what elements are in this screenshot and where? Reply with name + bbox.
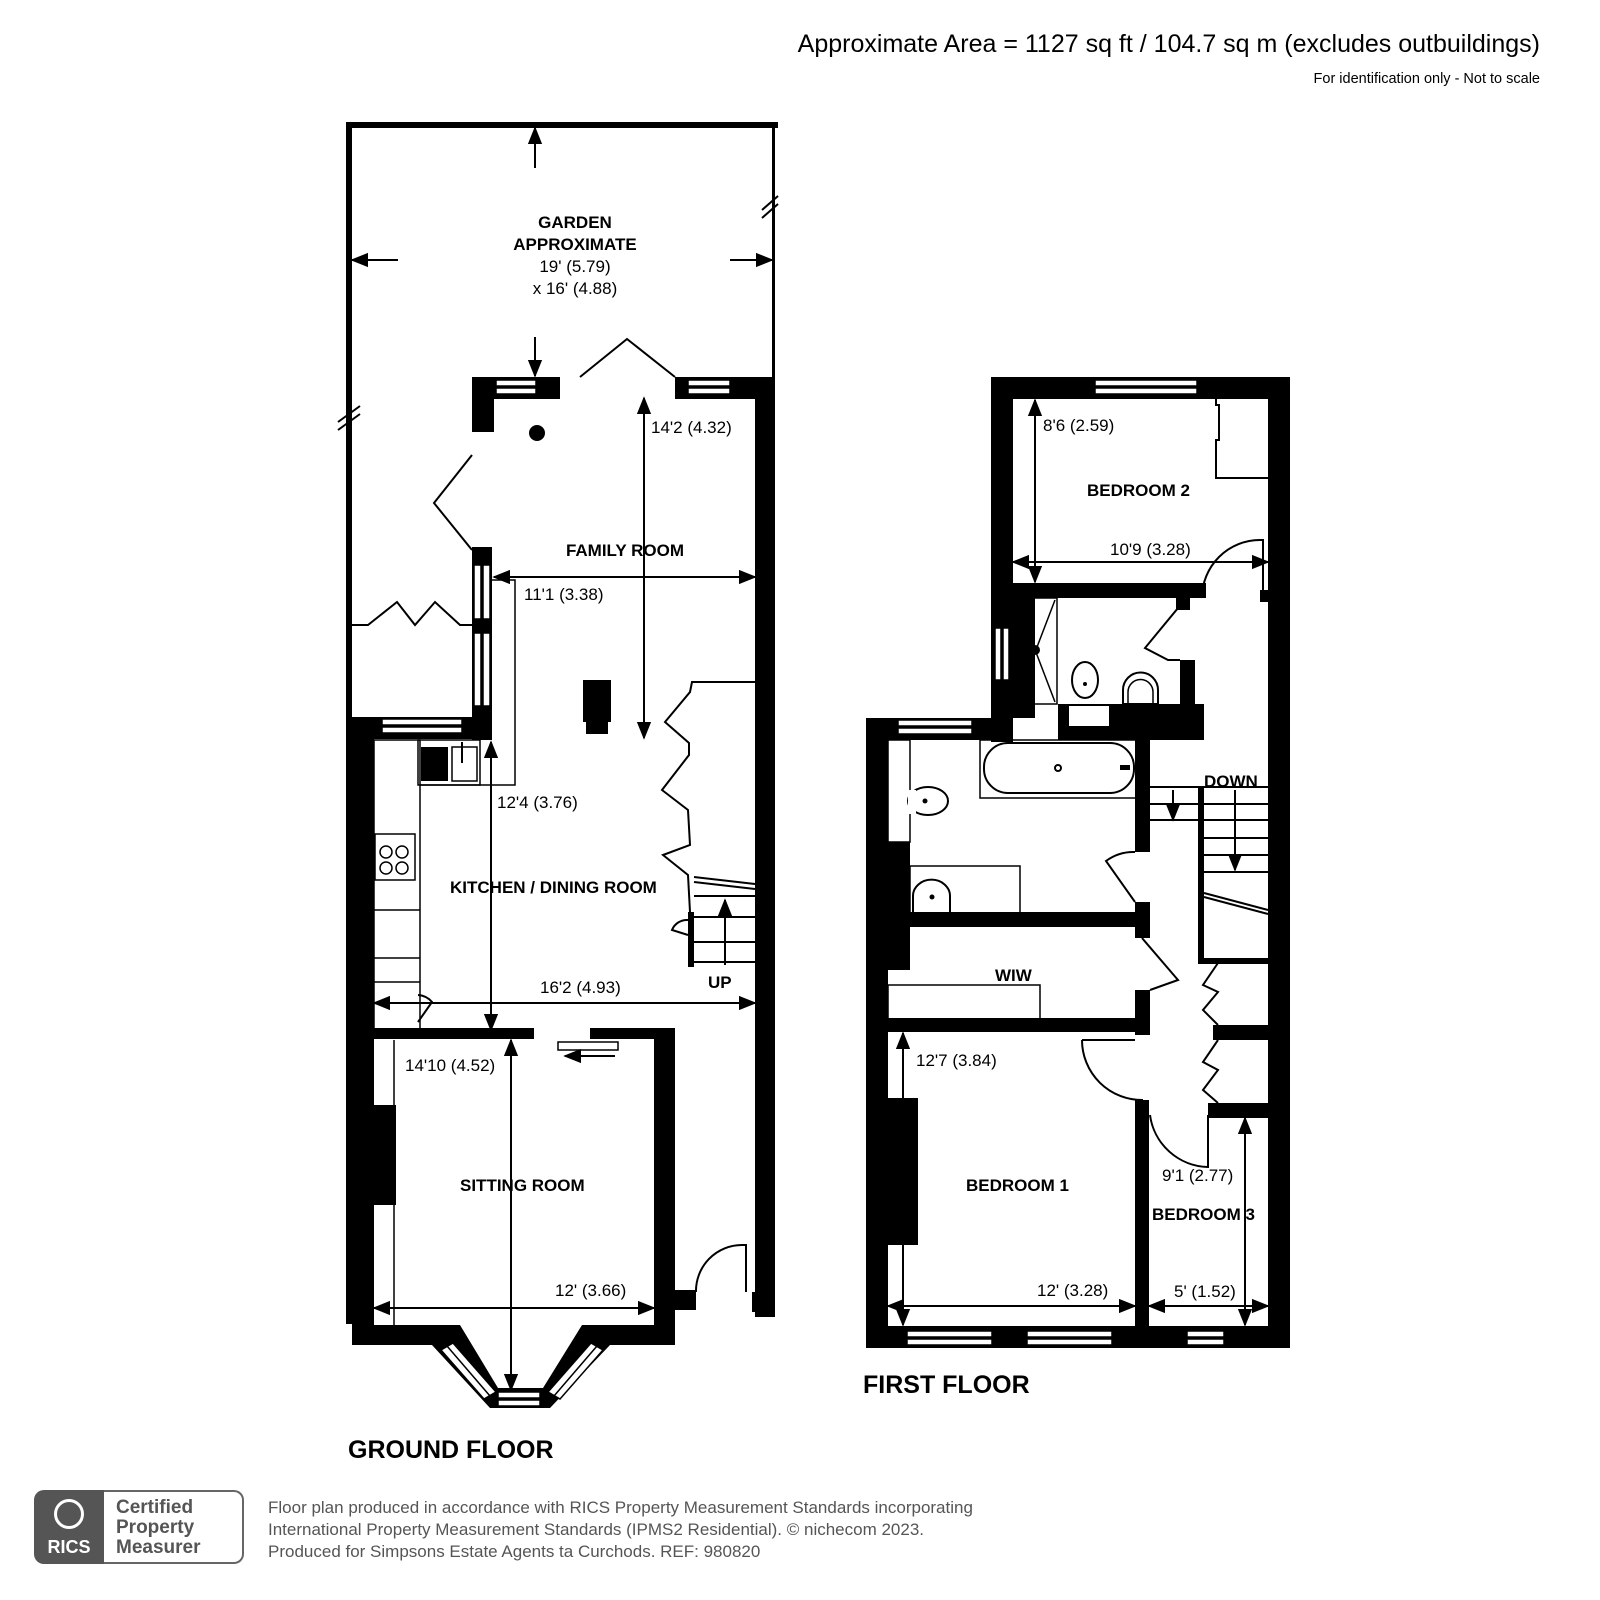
bedroom1-width: 12' (3.28) bbox=[1037, 1281, 1108, 1300]
footer-credits: Floor plan produced in accordance with R… bbox=[268, 1497, 973, 1563]
rics-logo: RICS bbox=[34, 1490, 104, 1564]
garden-dim2: x 16' (4.88) bbox=[533, 279, 618, 298]
footer-line2: International Property Measurement Stand… bbox=[268, 1520, 925, 1539]
first-floor-plan: 8'6 (2.59) BEDROOM 2 10'9 (3.28) DOWN WI… bbox=[863, 377, 1290, 1399]
wiw-label: WIW bbox=[995, 966, 1033, 985]
bedroom1-label: BEDROOM 1 bbox=[966, 1176, 1069, 1195]
approximate-area-text: Approximate Area = 1127 sq ft / 104.7 sq… bbox=[797, 30, 1540, 58]
bedroom2-width: 10'9 (3.28) bbox=[1110, 540, 1191, 559]
bedroom3-length: 9'1 (2.77) bbox=[1162, 1166, 1233, 1185]
certified-measurer-box: Certified Property Measurer bbox=[104, 1490, 244, 1564]
family-room-label: FAMILY ROOM bbox=[566, 541, 684, 560]
rics-badge: RICS Certified Property Measurer bbox=[34, 1490, 244, 1564]
footer-line3: Produced for Simpsons Estate Agents ta C… bbox=[268, 1542, 761, 1561]
kitchen-length: 12'4 (3.76) bbox=[497, 793, 578, 812]
family-room-width: 11'1 (3.38) bbox=[524, 585, 603, 604]
ground-floor-label: GROUND FLOOR bbox=[348, 1436, 554, 1464]
garden-label: GARDEN bbox=[538, 213, 612, 232]
stairs-down-label: DOWN bbox=[1204, 772, 1258, 791]
family-room-length: 14'2 (4.32) bbox=[651, 418, 732, 437]
rics-logo-text: RICS bbox=[47, 1537, 91, 1557]
garden-dim1: 19' (5.79) bbox=[539, 257, 610, 276]
rics-lion-icon bbox=[54, 1499, 84, 1529]
garden-label-line2: APPROXIMATE bbox=[513, 235, 636, 254]
certified-line2: Property bbox=[116, 1517, 195, 1538]
kitchen-dining-label: KITCHEN / DINING ROOM bbox=[450, 878, 657, 897]
stairs-up-label: UP bbox=[708, 973, 732, 992]
certified-line1: Certified bbox=[116, 1497, 194, 1518]
bedroom3-label: BEDROOM 3 bbox=[1152, 1205, 1255, 1224]
ground-floor-plan: GARDEN APPROXIMATE 19' (5.79) x 16' (4.8… bbox=[337, 122, 779, 1464]
kitchen-width: 16'2 (4.93) bbox=[540, 978, 621, 997]
bedroom1-length: 12'7 (3.84) bbox=[916, 1051, 997, 1070]
sitting-room-length: 14'10 (4.52) bbox=[405, 1056, 495, 1075]
disclaimer-text: For identification only - Not to scale bbox=[1313, 71, 1540, 87]
sitting-room-width: 12' (3.66) bbox=[555, 1281, 626, 1300]
bedroom3-width: 5' (1.52) bbox=[1174, 1282, 1236, 1301]
certified-line3: Measurer bbox=[116, 1537, 201, 1558]
bedroom2-length: 8'6 (2.59) bbox=[1043, 416, 1114, 435]
first-floor-label: FIRST FLOOR bbox=[863, 1371, 1030, 1399]
sitting-room-label: SITTING ROOM bbox=[460, 1176, 585, 1195]
footer-line1: Floor plan produced in accordance with R… bbox=[268, 1498, 973, 1517]
bedroom2-label: BEDROOM 2 bbox=[1087, 481, 1190, 500]
